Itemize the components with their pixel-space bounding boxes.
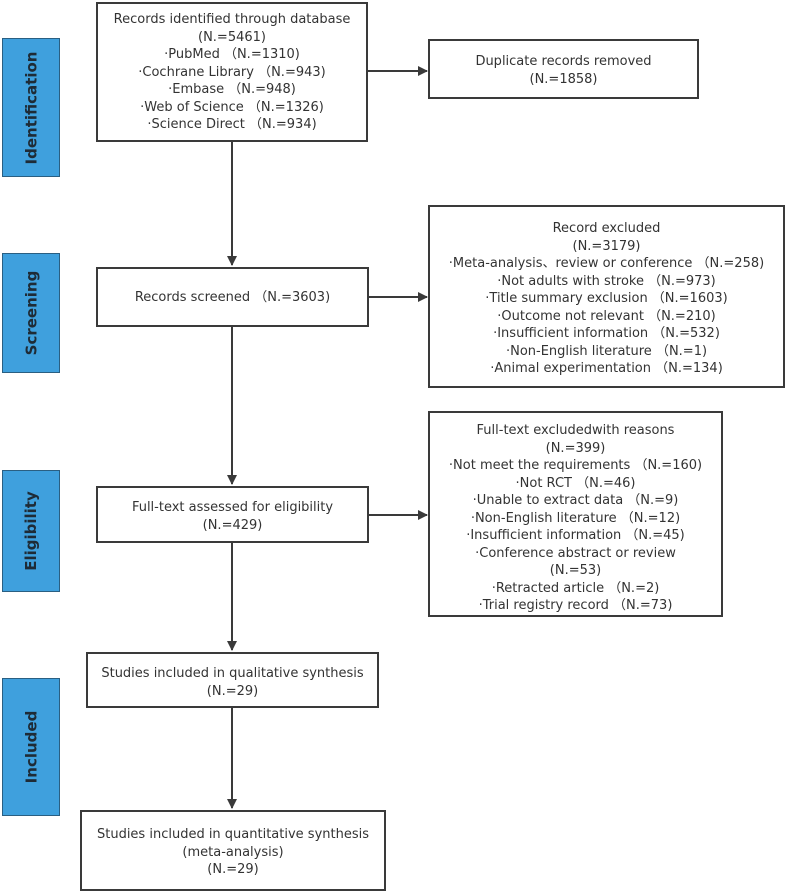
source-pubmed: ·PubMed （N.=1310) xyxy=(164,47,300,62)
records-excluded-box: Record excluded (N.=3179) ·Meta-analysis… xyxy=(428,205,785,388)
fulltext-assessed-box: Full-text assessed for eligibility (N.=4… xyxy=(96,486,369,543)
quantitative-title: Studies included in quantitative synthes… xyxy=(96,827,370,842)
stage-identification: Identification xyxy=(2,38,60,177)
ft-reason-extract-data: ·Unable to extract data （N.=9) xyxy=(472,493,679,508)
records-screened-box: Records screened （N.=3603) xyxy=(96,267,369,327)
quantitative-count: (N.=29) xyxy=(207,862,259,877)
excluded-reason-animal: ·Animal experimentation （N.=134) xyxy=(490,361,723,376)
ft-reason-retracted: ·Retracted article （N.=2) xyxy=(491,580,660,596)
excluded-reason-title-summary: ·Title summary exclusion （N.=1603) xyxy=(485,291,728,306)
ft-reason-not-rct: ·Not RCT （N.=46) xyxy=(515,475,636,491)
excluded-reason-not-adults: ·Not adults with stroke （N.=973) xyxy=(497,273,716,289)
ft-reason-conference-count: (N.=53) xyxy=(549,563,602,578)
excluded-reason-meta-analysis: ·Meta-analysis、review or conference （N.=… xyxy=(448,256,765,271)
ft-reason-non-english: ·Non-English literature （N.=12) xyxy=(470,510,681,526)
source-web-of-science: ·Web of Science （N.=1326) xyxy=(140,99,324,115)
records-identified-title: Records identified through database xyxy=(113,12,351,27)
qualitative-synthesis-box: Studies included in qualitative synthesi… xyxy=(86,652,379,708)
excluded-reason-insufficient: ·Insufficient information （N.=532) xyxy=(493,326,720,341)
qualitative-count: (N.=29) xyxy=(206,683,259,699)
duplicates-count: (N.=1858) xyxy=(529,71,598,87)
records-identified-box: Records identified through database (N.=… xyxy=(96,2,368,142)
ft-reason-trial-registry: ·Trial registry record （N.=73) xyxy=(478,598,673,613)
quantitative-synthesis-box: Studies included in quantitative synthes… xyxy=(80,810,386,891)
ft-reason-requirements: ·Not meet the requirements （N.=160) xyxy=(448,458,703,473)
stage-included: Included xyxy=(2,678,60,816)
source-embase: ·Embase （N.=948) xyxy=(168,82,296,97)
quantitative-subtitle: (meta-analysis) xyxy=(182,844,284,860)
ft-reason-insufficient: ·Insufficient information （N.=45) xyxy=(466,528,685,543)
ft-excluded-count: (N.=399) xyxy=(545,440,606,456)
fulltext-excluded-box: Full-text excludedwith reasons (N.=399) … xyxy=(428,411,723,617)
excluded-reason-outcome: ·Outcome not relevant （N.=210) xyxy=(497,308,716,324)
duplicates-title: Duplicate records removed xyxy=(475,54,652,69)
stage-eligibility: Eligibility xyxy=(2,470,60,592)
source-cochrane: ·Cochrane Library （N.=943) xyxy=(138,64,326,80)
duplicates-removed-box: Duplicate records removed (N.=1858) xyxy=(428,39,699,99)
excluded-title: Record excluded xyxy=(552,221,661,236)
excluded-reason-non-english: ·Non-English literature （N.=1) xyxy=(505,343,708,359)
records-identified-count: (N.=5461) xyxy=(198,29,266,45)
stage-screening: Screening xyxy=(2,253,60,373)
ft-reason-conference: ·Conference abstract or review xyxy=(475,545,676,561)
fulltext-title: Full-text assessed for eligibility xyxy=(131,500,334,515)
excluded-count: (N.=3179) xyxy=(572,238,641,254)
qualitative-title: Studies included in qualitative synthesi… xyxy=(101,666,364,681)
ft-excluded-title: Full-text excludedwith reasons xyxy=(476,423,675,438)
source-science-direct: ·Science Direct （N.=934) xyxy=(147,117,317,132)
records-screened-text: Records screened （N.=3603) xyxy=(134,290,331,305)
fulltext-count: (N.=429) xyxy=(202,517,263,533)
